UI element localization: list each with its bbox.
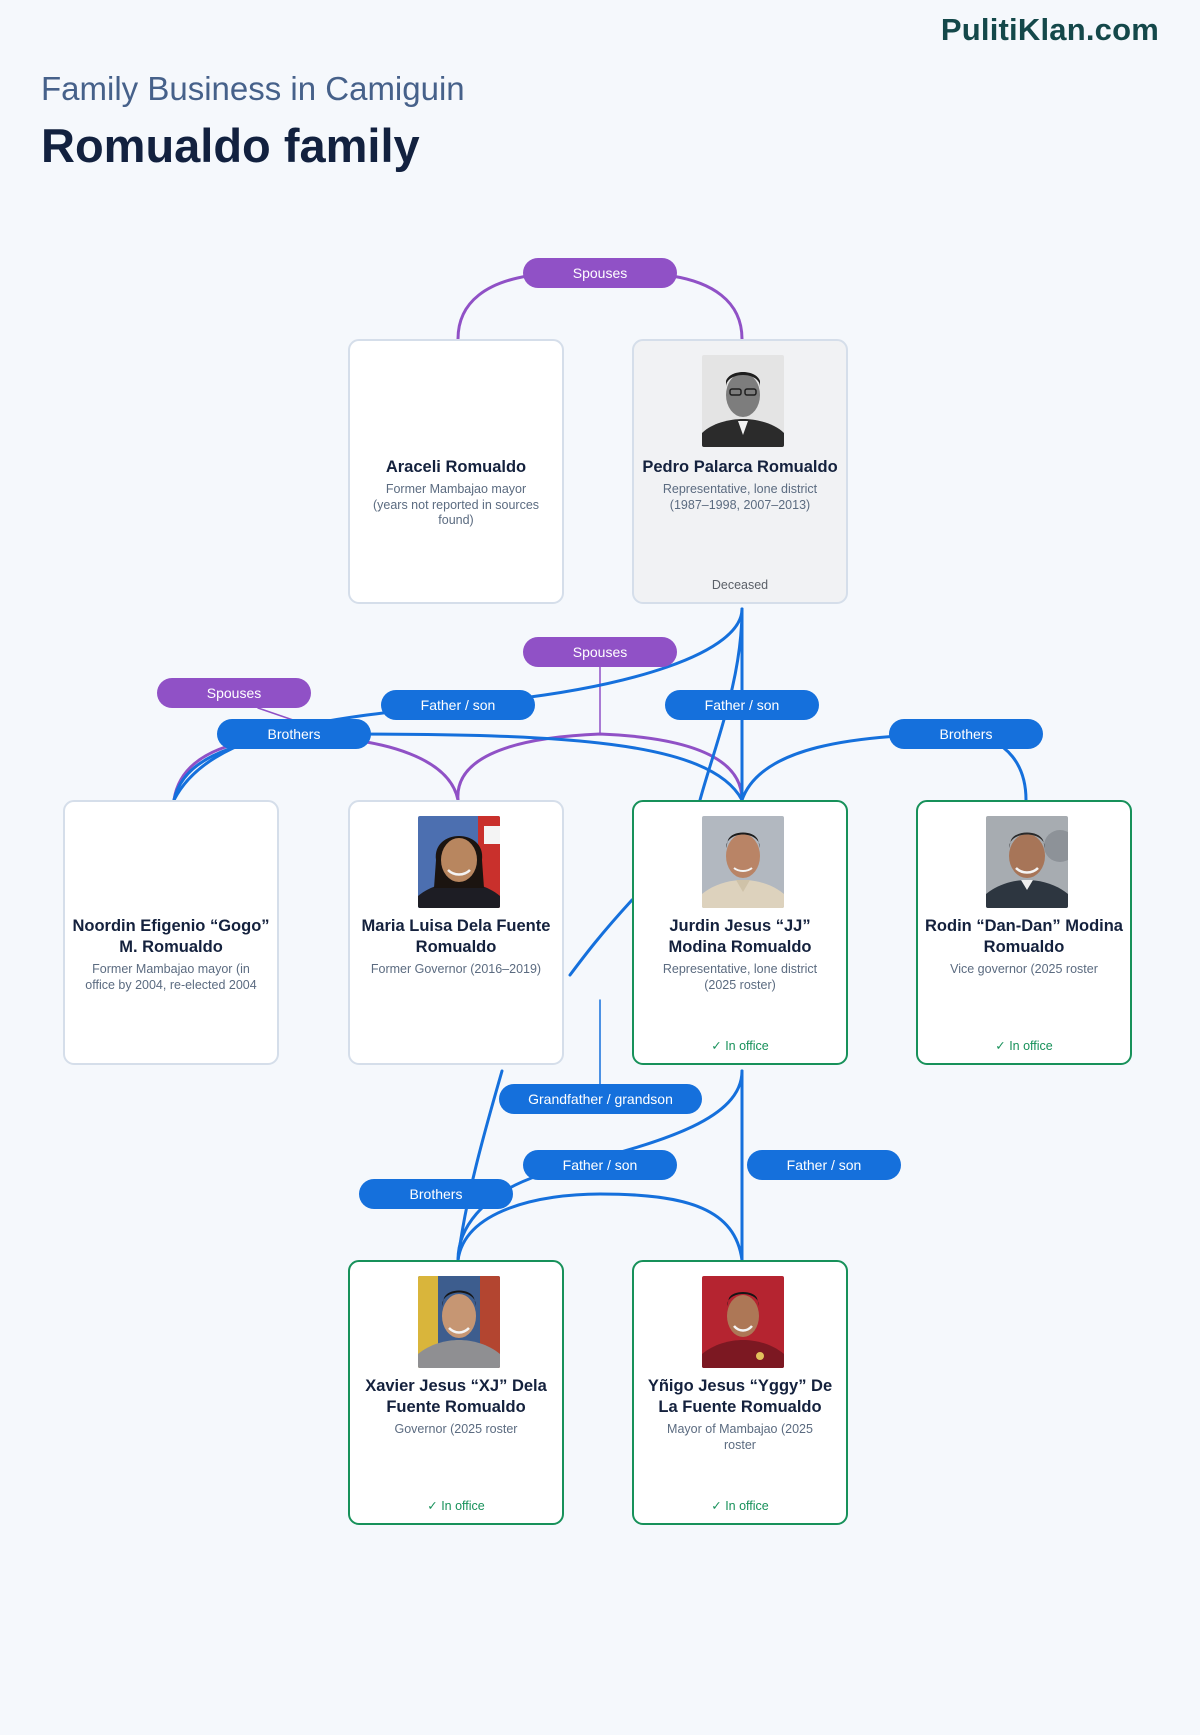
person-photo <box>702 1276 784 1368</box>
person-role: Representative, lone district (1987–1998… <box>662 482 818 512</box>
person-card-jurdin[interactable]: Jurdin Jesus “JJ” Modina Romualdo Repres… <box>632 800 848 1065</box>
relationship-pill-father-son-pedro-jurdin[interactable]: Father / son <box>665 690 819 720</box>
person-name: Yñigo Jesus “Yggy” De La Fuente Romualdo <box>647 1377 833 1416</box>
person-role: Vice governor (2025 roster <box>950 962 1098 976</box>
relationship-pill-father-son-jurdin-ynigo[interactable]: Father / son <box>747 1150 901 1180</box>
person-photo <box>418 1276 500 1368</box>
edge-grandfather-grandson <box>568 898 634 977</box>
person-photo <box>702 816 784 908</box>
person-name: Xavier Jesus “XJ” Dela Fuente Romualdo <box>365 1377 547 1416</box>
relationship-pill-father-son-pedro-noordin[interactable]: Father / son <box>381 690 535 720</box>
relationship-pill-spouses-top[interactable]: Spouses <box>523 258 677 288</box>
relationship-pill-brothers-noordin-jurdin[interactable]: Brothers <box>217 719 371 749</box>
brand-logo[interactable]: PulitiKlan.com <box>940 12 1159 47</box>
relationship-pill-spouses-mid[interactable]: Spouses <box>523 637 677 667</box>
person-name: Noordin Efigenio “Gogo” M. Romualdo <box>72 917 270 956</box>
edge-brothers-xavier-ynigo <box>456 1192 744 1262</box>
person-name: Maria Luisa Dela Fuente Romualdo <box>361 917 551 956</box>
page-subtitle: Family Business in Camiguin <box>41 70 465 107</box>
status-badge: ✓ In office <box>995 1039 1053 1053</box>
person-role: Governor (2025 roster <box>394 1422 518 1436</box>
person-role: Former Mambajao mayor (years not reporte… <box>372 482 540 527</box>
edge-spouses-araceli-pedro <box>456 274 744 341</box>
person-card-noordin[interactable]: Noordin Efigenio “Gogo” M. Romualdo Form… <box>63 800 279 1065</box>
person-name: Araceli Romualdo <box>385 458 527 476</box>
person-name: Rodin “Dan-Dan” Modina Romualdo <box>925 917 1123 956</box>
person-card-xavier[interactable]: Xavier Jesus “XJ” Dela Fuente Romualdo G… <box>348 1260 564 1525</box>
edge-brothers-noordin-jurdin <box>172 732 744 802</box>
person-name: Jurdin Jesus “JJ” Modina Romualdo <box>668 917 812 956</box>
person-role: Former Governor (2016–2019) <box>370 962 542 976</box>
status-badge: ✓ In office <box>427 1499 485 1513</box>
relationship-pill-brothers-xavier-ynigo[interactable]: Brothers <box>359 1179 513 1209</box>
relationship-pill-brothers-jurdin-rodin[interactable]: Brothers <box>889 719 1043 749</box>
person-role: Representative, lone district (2025 rost… <box>662 962 818 992</box>
status-badge: ✓ In office <box>711 1039 769 1053</box>
relationship-pill-grandfather-grandson[interactable]: Grandfather / grandson <box>499 1084 702 1114</box>
person-card-ynigo[interactable]: Yñigo Jesus “Yggy” De La Fuente Romualdo… <box>632 1260 848 1525</box>
relationship-pill-father-son-jurdin-xavier[interactable]: Father / son <box>523 1150 677 1180</box>
person-role: Former Mambajao mayor (in office by 2004… <box>85 962 257 992</box>
relationship-pill-spouses-left[interactable]: Spouses <box>157 678 311 708</box>
status-badge: Deceased <box>711 578 769 592</box>
edge-spouses-left-stub <box>257 707 294 721</box>
person-card-pedro[interactable]: Pedro Palarca Romualdo Representative, l… <box>632 339 848 604</box>
person-card-rodin[interactable]: Rodin “Dan-Dan” Modina Romualdo Vice gov… <box>916 800 1132 1065</box>
person-photo <box>986 816 1068 908</box>
status-badge: ✓ In office <box>711 1499 769 1513</box>
page-title: Romualdo family <box>41 119 420 172</box>
person-name: Pedro Palarca Romualdo <box>642 458 838 476</box>
person-role: Mayor of Mambajao (2025 roster <box>667 1422 813 1452</box>
person-photo <box>702 355 784 447</box>
person-card-maria[interactable]: Maria Luisa Dela Fuente Romualdo Former … <box>348 800 564 1065</box>
person-photo <box>418 816 500 908</box>
person-card-araceli[interactable]: Araceli Romualdo Former Mambajao mayor (… <box>348 339 564 604</box>
